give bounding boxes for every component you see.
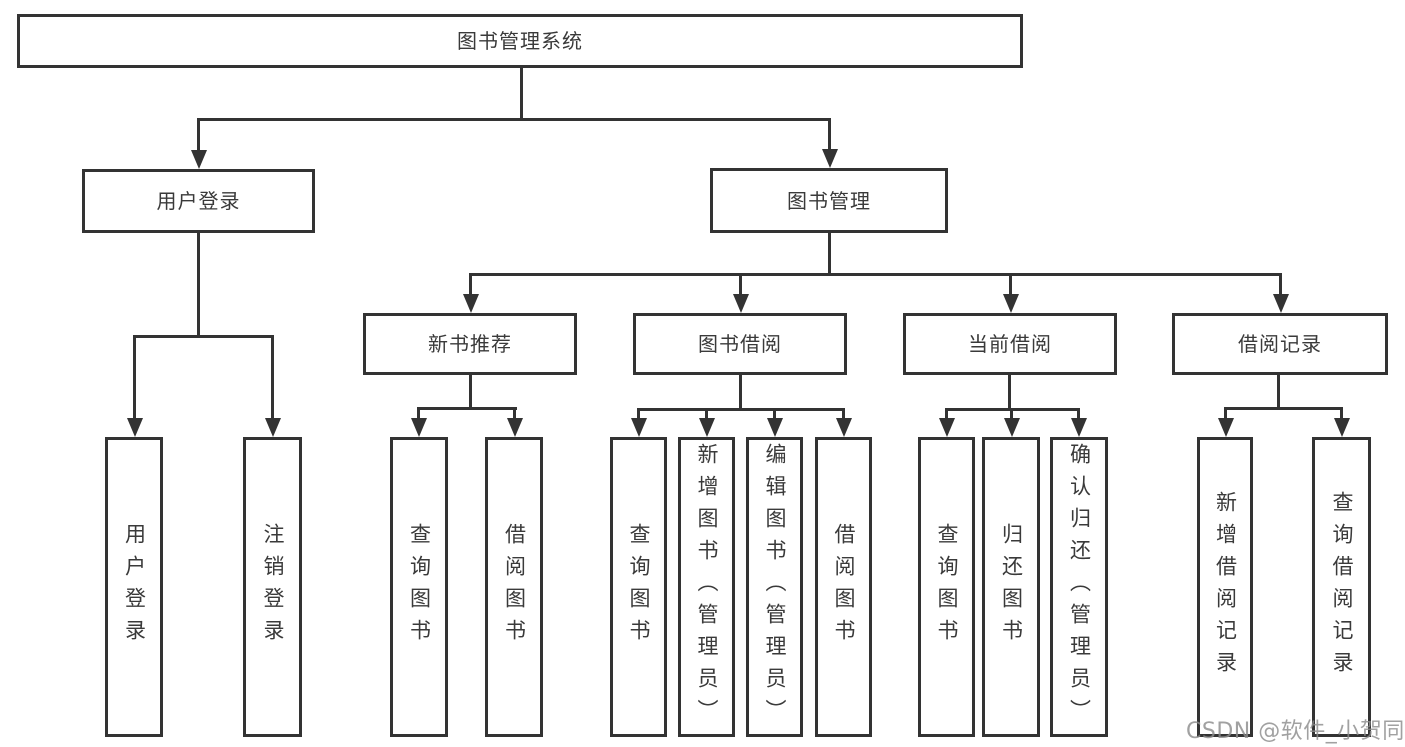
connector-book-borrow-stem bbox=[739, 375, 742, 411]
arrow-to-leaf-add-record bbox=[1217, 407, 1234, 437]
node-user-login-label: 用户登录 bbox=[156, 189, 241, 213]
connector-root-stem bbox=[520, 68, 523, 121]
connector-book-mgmt-split bbox=[469, 273, 1282, 276]
node-book-management-label: 图书管理 bbox=[787, 188, 871, 213]
leaf-query-books-3-label: 查询图书 bbox=[935, 523, 959, 651]
arrow-to-new-book-recommend bbox=[462, 273, 479, 313]
leaf-logout-label: 注销登录 bbox=[261, 523, 285, 651]
connector-new-books-split bbox=[417, 407, 517, 410]
node-book-borrow-label: 图书借阅 bbox=[698, 332, 782, 356]
node-book-borrow: 图书借阅 bbox=[633, 313, 847, 375]
leaf-add-book-admin: 新增图书（管理员） bbox=[678, 437, 735, 737]
connector-user-login-split bbox=[134, 335, 274, 338]
leaf-add-borrow-record-label: 新增借阅记录 bbox=[1213, 491, 1238, 683]
leaf-logout: 注销登录 bbox=[243, 437, 302, 737]
node-new-book-recommend-label: 新书推荐 bbox=[428, 332, 512, 356]
node-book-management: 图书管理 bbox=[710, 168, 948, 233]
connector-book-mgmt-stem bbox=[828, 233, 831, 276]
arrow-to-book-management bbox=[821, 118, 838, 168]
arrow-to-leaf-query-record bbox=[1333, 407, 1350, 437]
leaf-return-book-label: 归还图书 bbox=[999, 523, 1024, 651]
arrow-to-leaf-edit-book bbox=[766, 408, 783, 437]
leaf-borrow-books-1: 借阅图书 bbox=[485, 437, 543, 737]
leaf-query-books-1: 查询图书 bbox=[390, 437, 448, 737]
arrow-to-book-borrow bbox=[732, 273, 749, 313]
leaf-add-book-admin-label: 新增图书（管理员） bbox=[695, 443, 719, 731]
connector-new-books-stem bbox=[469, 375, 472, 410]
leaf-query-books-2: 查询图书 bbox=[610, 437, 667, 737]
leaf-borrow-books-1-label: 借阅图书 bbox=[502, 523, 527, 651]
leaf-query-borrow-record: 查询借阅记录 bbox=[1312, 437, 1371, 737]
arrow-to-borrow-records bbox=[1272, 273, 1289, 313]
arrow-to-current-borrow bbox=[1002, 273, 1019, 313]
connector-user-login-stem bbox=[197, 233, 200, 338]
node-borrow-records: 借阅记录 bbox=[1172, 313, 1388, 375]
leaf-edit-book-admin-label: 编辑图书（管理员） bbox=[763, 443, 787, 731]
leaf-user-login-label: 用户登录 bbox=[122, 523, 147, 651]
arrow-to-leaf-user-login bbox=[126, 335, 143, 437]
connector-borrow-records-split bbox=[1224, 407, 1343, 410]
connector-book-borrow-split bbox=[637, 408, 845, 411]
arrow-to-leaf-logout bbox=[264, 335, 281, 437]
leaf-edit-book-admin: 编辑图书（管理员） bbox=[746, 437, 803, 737]
leaf-query-books-2-label: 查询图书 bbox=[627, 523, 651, 651]
arrow-to-leaf-return-book bbox=[1003, 408, 1020, 437]
arrow-to-leaf-borrow-books-2 bbox=[835, 408, 852, 437]
arrow-to-user-login bbox=[190, 118, 207, 169]
arrow-to-leaf-borrow-books-1 bbox=[506, 407, 523, 437]
node-current-borrow: 当前借阅 bbox=[903, 313, 1117, 375]
arrow-to-leaf-query-books-3 bbox=[938, 408, 955, 437]
leaf-query-borrow-record-label: 查询借阅记录 bbox=[1330, 491, 1354, 683]
leaf-borrow-books-2-label: 借阅图书 bbox=[832, 523, 856, 651]
node-current-borrow-label: 当前借阅 bbox=[968, 332, 1052, 356]
leaf-borrow-books-2: 借阅图书 bbox=[815, 437, 872, 737]
leaf-add-borrow-record: 新增借阅记录 bbox=[1197, 437, 1253, 737]
leaf-user-login: 用户登录 bbox=[105, 437, 163, 737]
node-user-login: 用户登录 bbox=[82, 169, 315, 233]
arrow-to-leaf-query-books-1 bbox=[410, 407, 427, 437]
leaf-query-books-1-label: 查询图书 bbox=[407, 523, 432, 651]
leaf-confirm-return-admin: 确认归还（管理员） bbox=[1050, 437, 1108, 737]
csdn-watermark: CSDN @软件_小贺同学 bbox=[1186, 719, 1405, 744]
node-root: 图书管理系统 bbox=[17, 14, 1023, 68]
node-new-book-recommend: 新书推荐 bbox=[363, 313, 577, 375]
arrow-to-leaf-query-books-2 bbox=[630, 408, 647, 437]
node-borrow-records-label: 借阅记录 bbox=[1238, 332, 1322, 356]
leaf-confirm-return-admin-label: 确认归还（管理员） bbox=[1067, 443, 1092, 731]
connector-borrow-records-stem bbox=[1277, 375, 1280, 410]
arrow-to-leaf-add-book bbox=[698, 408, 715, 437]
leaf-query-books-3: 查询图书 bbox=[918, 437, 975, 737]
arrow-to-leaf-confirm-return bbox=[1070, 408, 1087, 437]
connector-root-split bbox=[197, 118, 831, 121]
node-root-label: 图书管理系统 bbox=[457, 29, 583, 53]
connector-current-borrow-stem bbox=[1008, 375, 1011, 411]
leaf-return-book: 归还图书 bbox=[982, 437, 1040, 737]
